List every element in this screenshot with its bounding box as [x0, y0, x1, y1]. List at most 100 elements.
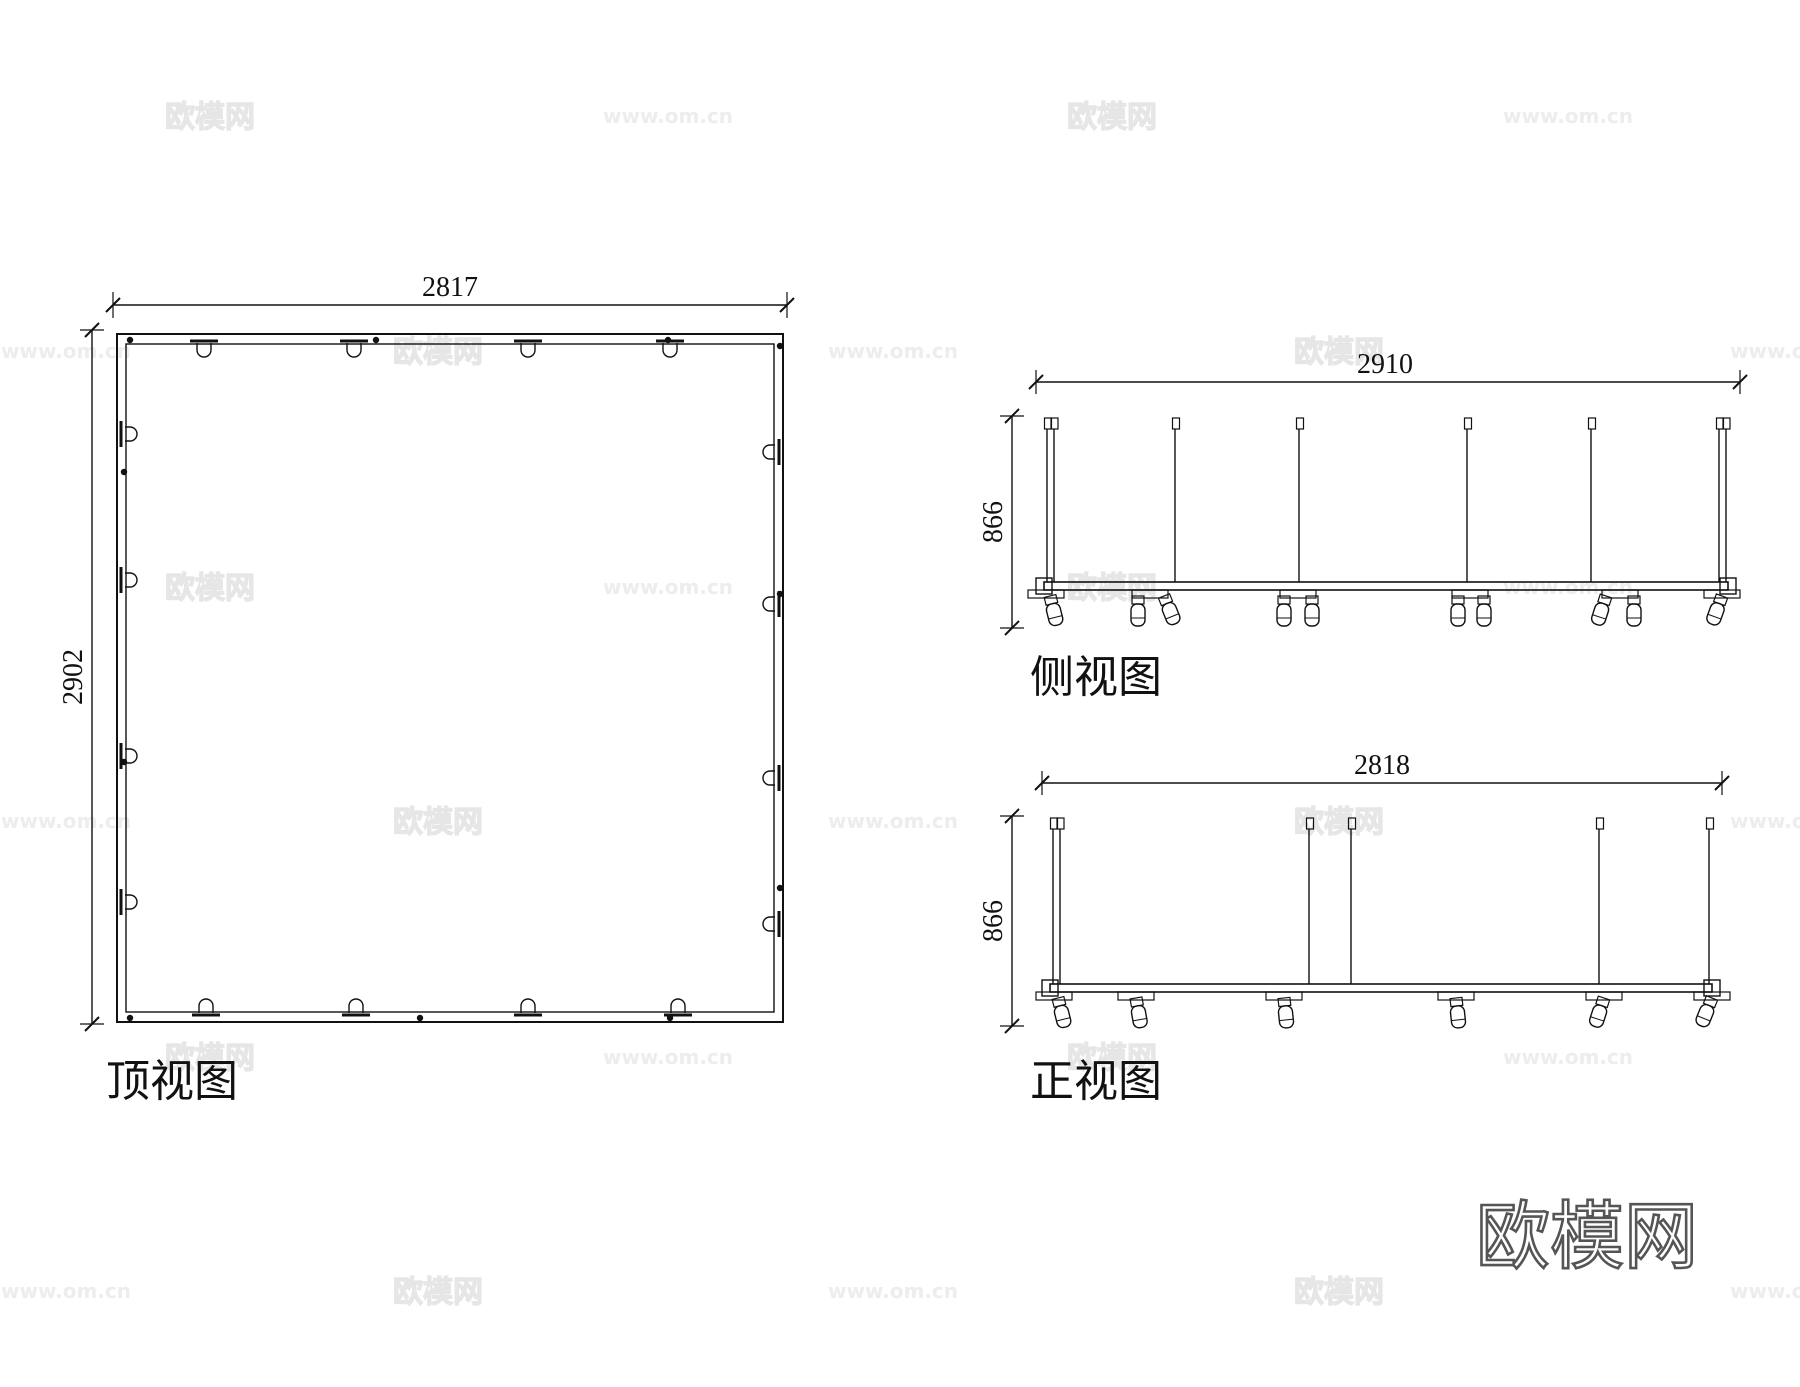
fixture-body: [520, 998, 536, 1013]
side-view-height-label: 866: [978, 501, 1009, 543]
spotlight: [1051, 995, 1072, 1029]
anchor-point: [664, 336, 672, 344]
spotlight-joint: [1451, 595, 1465, 605]
spotlight: [1626, 595, 1642, 627]
rail-end-cap: [1035, 577, 1053, 595]
watermark-url: www.om.cn: [1730, 339, 1800, 363]
track-adapter: [1437, 991, 1475, 1001]
track-adapter: [1279, 589, 1317, 599]
track-spot-fixture: [119, 567, 138, 593]
track-spot-fixture: [342, 998, 370, 1017]
spotlight-lens: [1697, 1015, 1711, 1022]
fixture-body: [670, 998, 686, 1013]
spotlight: [1706, 593, 1729, 626]
watermark-url: www.om.cn: [1503, 1045, 1633, 1069]
spotlight: [1129, 996, 1148, 1029]
watermark-url: www.om.cn: [1, 339, 131, 363]
fixture-body: [196, 343, 212, 358]
spotlight-joint: [1449, 996, 1464, 1008]
spotlight-lens: [1165, 613, 1179, 620]
front-view-caption: 正视图: [1030, 1056, 1162, 1107]
ceiling-canopy: [1347, 817, 1357, 830]
spotlight: [1130, 595, 1146, 627]
spotlight-lens: [1707, 613, 1722, 620]
ceiling-canopy: [1171, 417, 1181, 430]
watermark-text: 欧模网: [1294, 335, 1384, 370]
top-view-caption: 顶视图: [106, 1056, 238, 1107]
spotlight-head: [1277, 1005, 1295, 1029]
side-view-width-dimension: 2910: [1028, 349, 1748, 394]
anchor-point: [120, 758, 128, 766]
spotlight-head: [1130, 603, 1146, 627]
spotlight: [1590, 593, 1613, 626]
watermark-url: www.om.cn: [1, 809, 131, 833]
top-view-frame: [116, 333, 784, 1023]
track-adapter: [1703, 589, 1741, 599]
spotlight-lens: [1451, 1018, 1466, 1022]
track-spot-fixture: [514, 339, 542, 358]
watermark-url: www.om.cn: [1, 1279, 131, 1303]
rail-end-cap: [1719, 577, 1737, 595]
anchor-point: [372, 336, 380, 344]
watermark-url: www.om.cn: [1503, 575, 1633, 599]
track-spot-fixture: [762, 911, 781, 937]
track-spot-fixture: [340, 339, 368, 358]
watermark-text: 欧模网: [1294, 805, 1384, 840]
fixture-body: [762, 444, 775, 460]
front-view-height-label: 866: [978, 900, 1009, 942]
spotlight-lens: [1590, 1016, 1605, 1022]
rail-end-cap: [1041, 979, 1059, 997]
spotlight: [1277, 996, 1295, 1029]
top-view-width-label: 2817: [422, 272, 478, 303]
ceiling-canopy: [1463, 417, 1473, 430]
ceiling-canopy: [1295, 417, 1305, 430]
track-adapter: [1601, 589, 1639, 599]
anchor-point: [666, 1014, 674, 1022]
track-adapter: [1585, 991, 1623, 1001]
spotlight: [1476, 595, 1492, 627]
watermark-text: 欧模网: [1067, 1041, 1157, 1076]
spotlight-joint: [1277, 996, 1292, 1008]
anchor-point: [126, 1014, 134, 1022]
spotlight-lens: [1048, 615, 1063, 620]
spotlight: [1695, 994, 1719, 1028]
brand-logo: 欧模网: [1476, 1194, 1698, 1280]
side-view-height-dimension: 866: [978, 408, 1024, 636]
watermark-text: 欧模网: [393, 805, 483, 840]
fixture-body: [125, 426, 138, 442]
track-spot-fixture: [119, 889, 138, 915]
spotlight-lens: [1279, 1018, 1294, 1022]
spotlight: [1043, 593, 1064, 627]
spotlight-head: [1706, 602, 1725, 626]
spotlight-lens: [1592, 614, 1607, 620]
watermark-url: www.om.cn: [1730, 1279, 1800, 1303]
ceiling-canopy: [1305, 817, 1315, 830]
track-adapter: [1693, 991, 1731, 1001]
spotlight-head: [1695, 1003, 1715, 1028]
track-spot-fixture: [119, 421, 138, 447]
watermark-text: 欧模网: [1294, 1275, 1384, 1310]
spotlight-head: [1053, 1004, 1072, 1029]
front-view-assembly: [1035, 817, 1731, 1029]
fixture-body: [762, 596, 775, 612]
track-spot-fixture: [514, 998, 542, 1017]
watermark-url: www.om.cn: [1503, 104, 1633, 128]
spotlight-head: [1588, 1004, 1608, 1028]
spotlight-head: [1304, 603, 1320, 627]
side-view-width-label: 2910: [1357, 349, 1413, 380]
spotlight-lens: [1056, 1017, 1071, 1022]
watermark-url: www.om.cn: [828, 339, 958, 363]
watermark-text: 欧模网: [393, 1275, 483, 1310]
spotlight-head: [1045, 602, 1064, 627]
spotlight-head: [1450, 603, 1466, 627]
spotlight-head: [1590, 602, 1610, 626]
watermark-text: 欧模网: [165, 100, 255, 135]
track-spot-fixture: [190, 339, 218, 358]
spotlight-head: [1130, 1004, 1148, 1029]
watermark-text: 欧模网: [165, 1041, 255, 1076]
anchor-point: [776, 884, 784, 892]
watermark-url: www.om.cn: [603, 1045, 733, 1069]
front-view-height-dimension: 866: [978, 808, 1024, 1034]
spotlight-head: [1276, 603, 1292, 627]
